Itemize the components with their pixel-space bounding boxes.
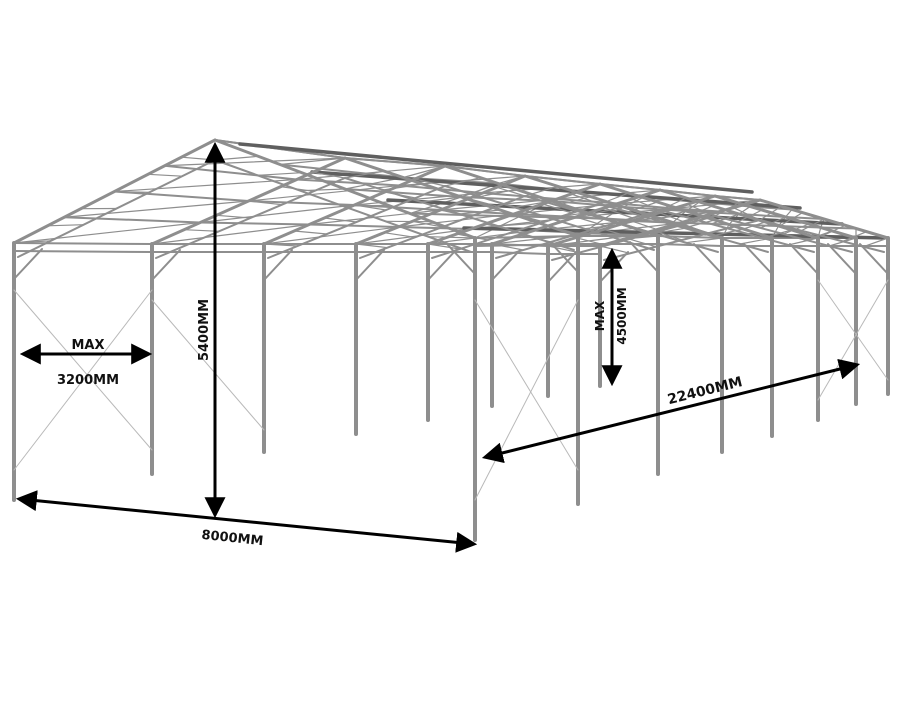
purlin: [64, 217, 200, 222]
roof-brace: [165, 158, 345, 166]
wall-cable: [818, 280, 888, 400]
truss-web: [48, 225, 84, 226]
roof-brace: [115, 180, 297, 192]
purlin: [309, 225, 398, 228]
label-height-total: 5400MM: [197, 299, 212, 361]
truss-web: [115, 192, 150, 193]
arrow-length: [486, 365, 856, 457]
truss-web: [343, 205, 388, 206]
label-max-left: MAX: [71, 338, 104, 353]
truss-web: [148, 174, 182, 176]
wall-cable: [14, 290, 152, 450]
truss-web: [258, 173, 302, 176]
truss-web: [686, 238, 722, 243]
purlin: [297, 180, 400, 186]
steel-frame: [14, 140, 888, 540]
eave-beam: [492, 252, 548, 254]
label-max-right: MAX: [593, 300, 607, 331]
knee-brace: [14, 249, 42, 279]
label-height-side: 4500MM: [615, 287, 629, 344]
truss-web: [152, 244, 188, 245]
label-span: 8000MM: [201, 528, 264, 549]
truss-web: [182, 157, 216, 160]
eave-beam: [14, 251, 152, 252]
purlin: [200, 223, 309, 225]
truss-web: [215, 156, 258, 160]
roof-brace: [14, 223, 200, 244]
label-bay-width: 3200MM: [57, 373, 119, 388]
purlin: [165, 166, 297, 180]
truss-web: [294, 231, 327, 234]
truss-web: [600, 246, 630, 253]
truss-web: [216, 215, 250, 218]
purlin: [14, 243, 152, 244]
truss-web: [384, 233, 415, 238]
truss-web: [300, 189, 345, 191]
purlin: [398, 227, 471, 229]
